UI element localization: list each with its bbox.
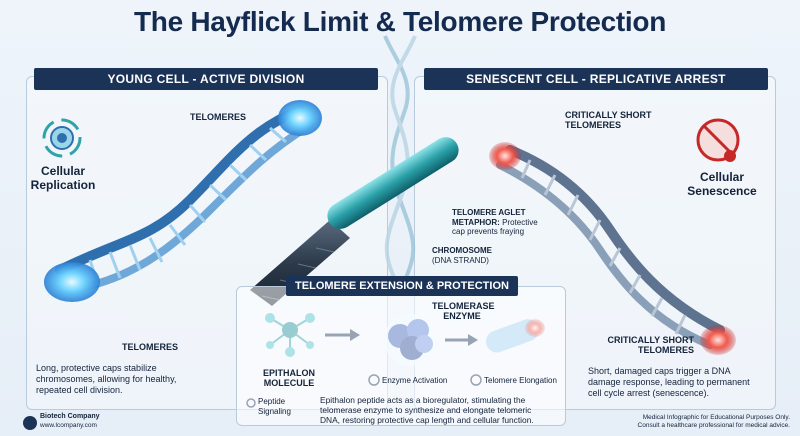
cell-replication-icon (42, 118, 82, 158)
senescent-cell-description: Short, damaged caps trigger a DNA damage… (588, 366, 750, 398)
legend-enzyme-activation: Enzyme Activation (382, 376, 448, 385)
short-telomere-top (489, 142, 521, 170)
disclaimer: Medical Infographic for Educational Purp… (637, 413, 790, 429)
telomere-extension-panel (236, 286, 566, 426)
center-dna-strand (383, 35, 417, 281)
young-cell-description: Long, protective caps stabilize chromoso… (36, 363, 177, 395)
chromosome-label: CHROMOSOME (DNA STRAND) (432, 246, 492, 265)
short-telomere-bottom (700, 325, 736, 355)
extension-description: Epithalon peptide acts as a bioregulator… (320, 395, 534, 426)
senescence-icon (696, 118, 740, 162)
senescent-dna-helix (489, 142, 736, 355)
telomere-cap-top (278, 100, 322, 136)
aglet-metaphor-label: TELOMERE AGLET METAPHOR: Protective cap … (452, 208, 538, 237)
telomere-cap-bottom (44, 262, 100, 302)
young-cell-header: YOUNG CELL - ACTIVE DIVISION (34, 68, 378, 90)
senescent-cell-header: SENESCENT CELL - REPLICATIVE ARREST (424, 68, 768, 90)
company-logo-icon (23, 416, 37, 430)
page-title: The Hayflick Limit & Telomere Protection (133, 6, 667, 37)
telomere-extension-header: TELOMERE EXTENSION & PROTECTION (286, 276, 518, 296)
telomeres-label-bottom: TELOMERES (122, 342, 179, 352)
telomeres-label-top: TELOMERES (190, 112, 247, 122)
legend-telomere-elongation: Telomere Elongation (484, 376, 557, 385)
young-dna-helix (44, 100, 322, 302)
